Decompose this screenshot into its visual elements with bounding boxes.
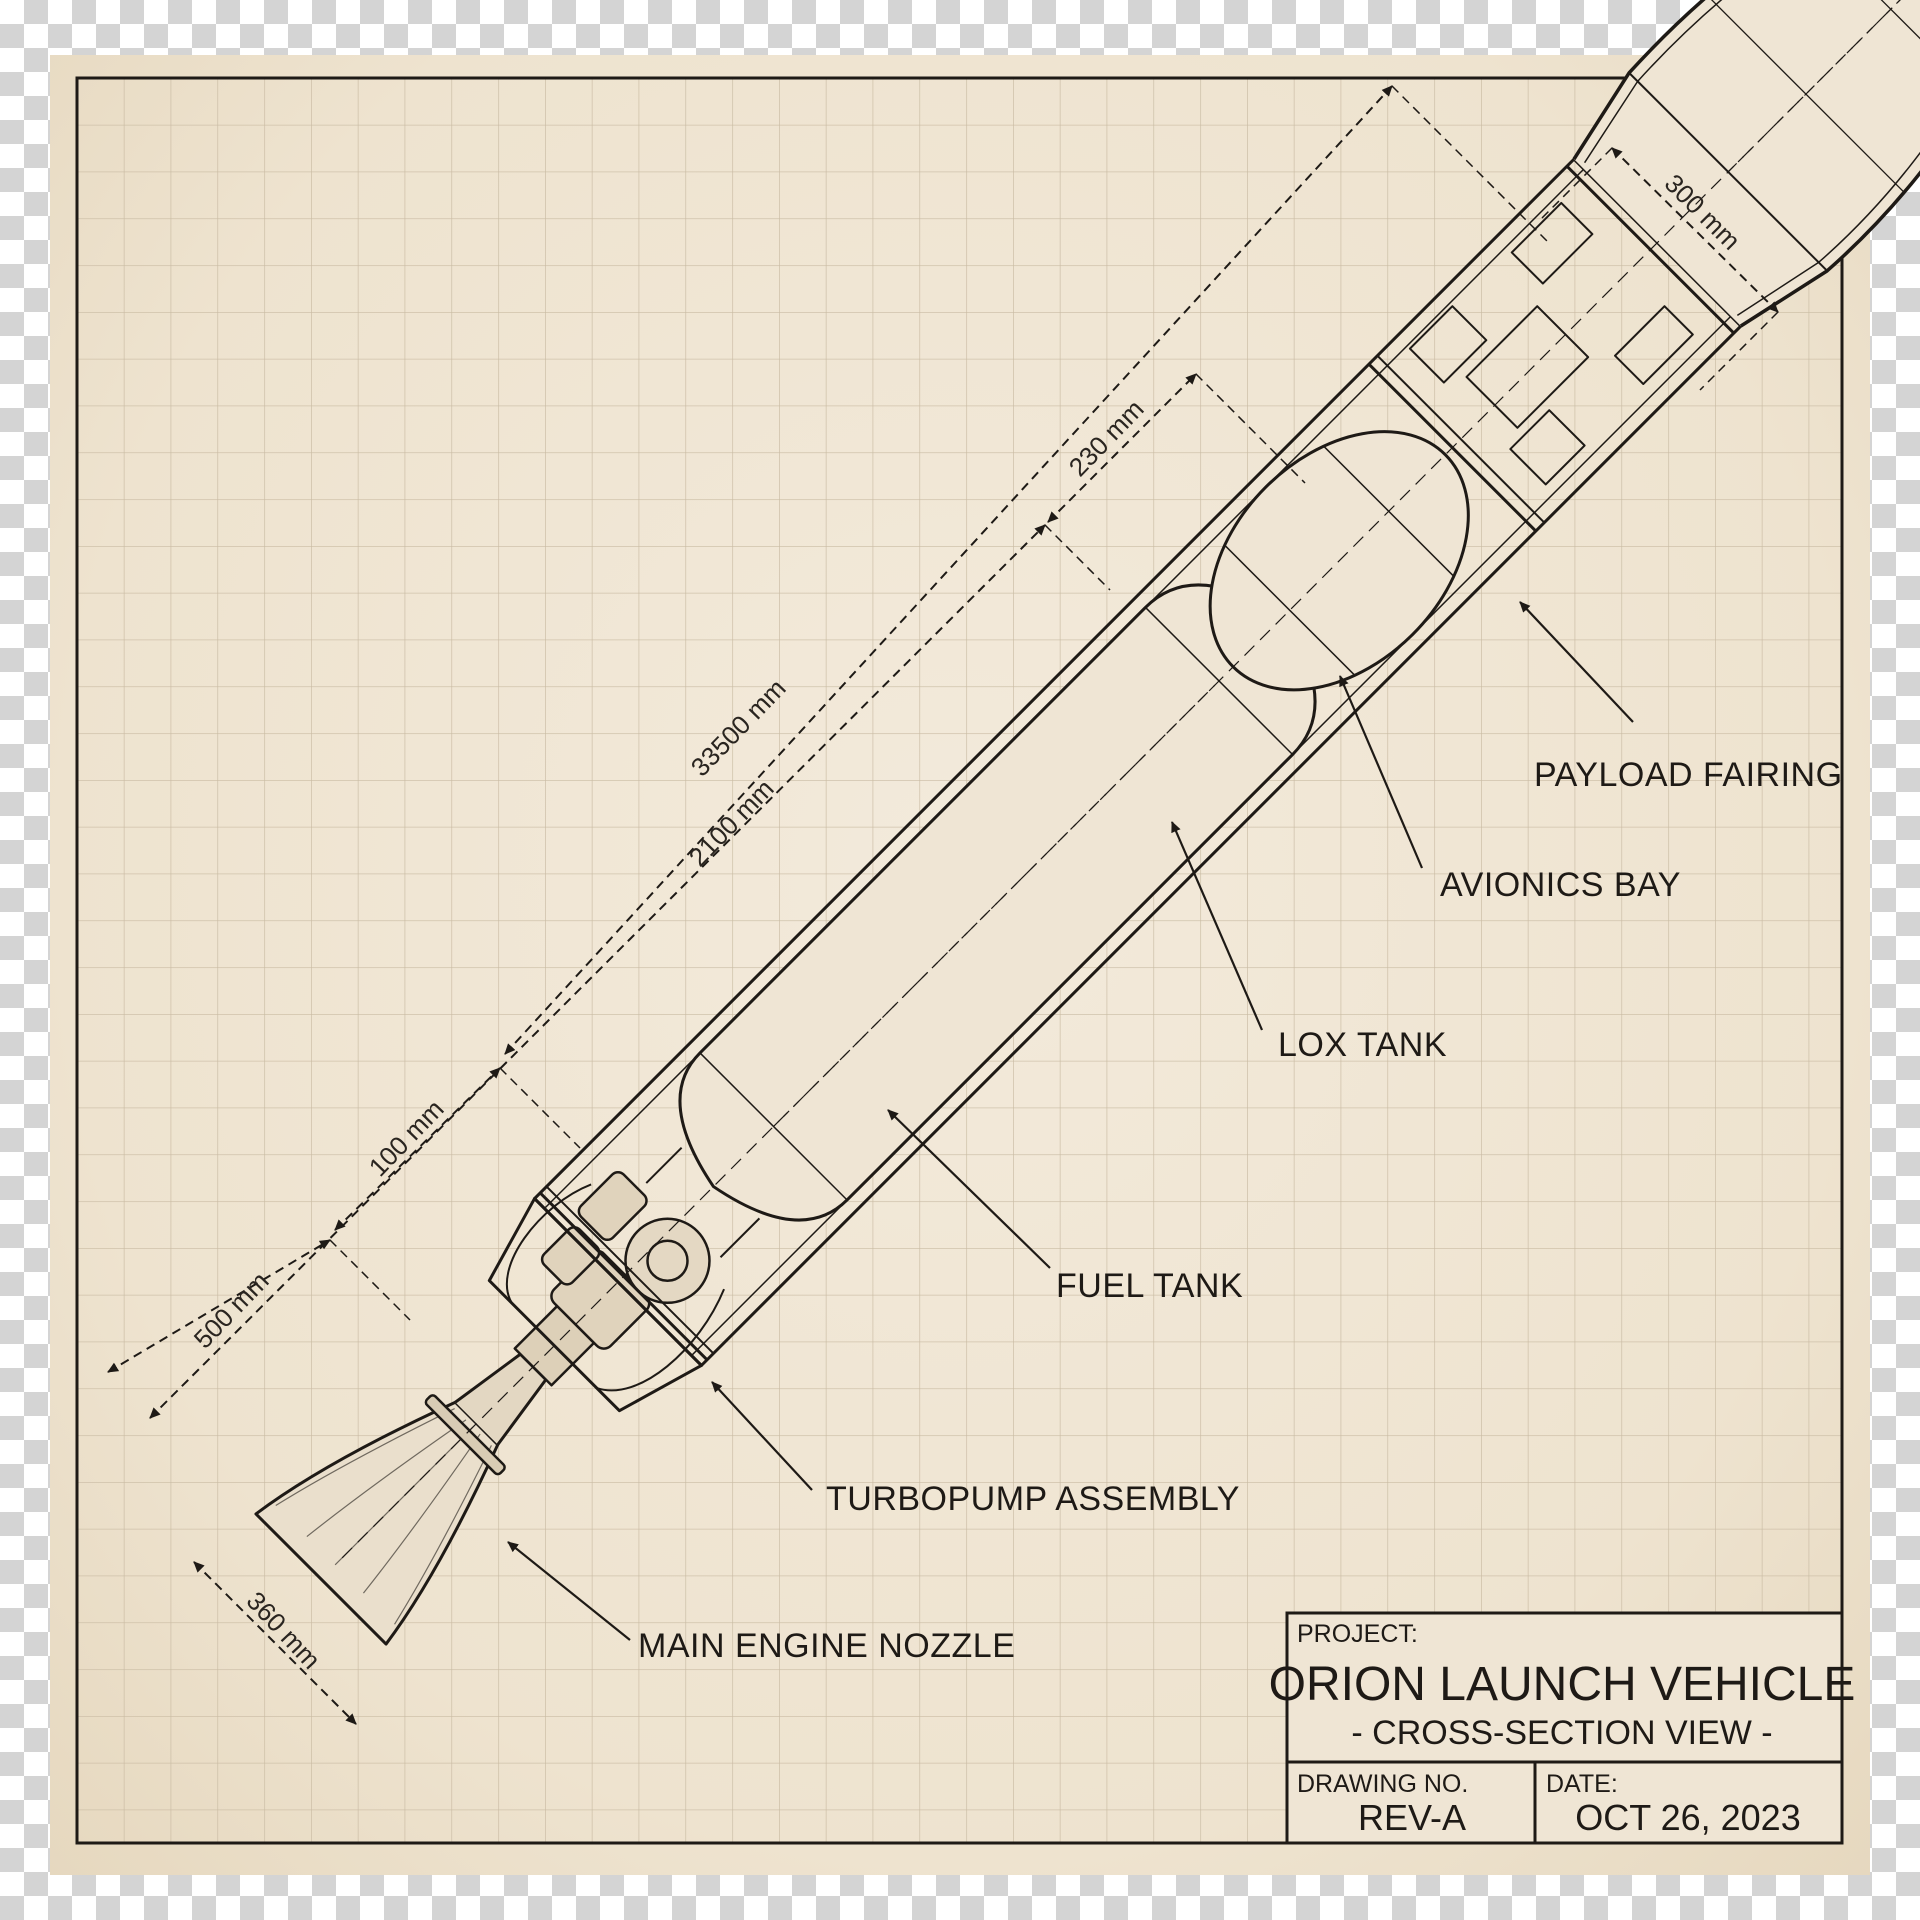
leader-lines	[507, 601, 1634, 1641]
project-label: PROJECT:	[1297, 1620, 1418, 1648]
date-value: OCT 26, 2023	[1575, 1797, 1800, 1838]
leader-nozzle	[507, 1541, 631, 1641]
leader-turbopump	[711, 1381, 813, 1491]
title-block: PROJECT: ORION LAUNCH VEHICLE - CROSS-SE…	[1269, 1611, 1856, 1845]
view-label: - CROSS-SECTION VIEW -	[1351, 1714, 1772, 1752]
leader-avionics-bay	[1338, 675, 1424, 869]
leader-payload-fairing	[1519, 601, 1634, 723]
label-lox-tank: LOX TANK	[1278, 1026, 1447, 1064]
dim-line-360	[193, 1561, 357, 1725]
label-payload-fairing: PAYLOAD FAIRING	[1534, 756, 1843, 794]
dimension-lines	[107, 85, 1779, 1725]
label-avionics-bay: AVIONICS BAY	[1440, 866, 1681, 904]
label-main-engine-nozzle: MAIN ENGINE NOZZLE	[638, 1627, 1015, 1665]
sheet-border	[75, 76, 1844, 1845]
drawing-no-label: DRAWING NO.	[1297, 1770, 1468, 1798]
drawing-no-value: REV-A	[1358, 1797, 1466, 1838]
dim-line-230	[1047, 373, 1197, 523]
label-turbopump-assembly: TURBOPUMP ASSEMBLY	[826, 1480, 1240, 1518]
dim-line-2100	[149, 524, 1046, 1419]
date-label: DATE:	[1546, 1770, 1618, 1798]
leader-fuel-tank	[887, 1109, 1051, 1269]
label-fuel-tank: FUEL TANK	[1056, 1267, 1243, 1305]
project-name: ORION LAUNCH VEHICLE	[1269, 1658, 1856, 1711]
leader-lox-tank	[1170, 821, 1264, 1031]
dim-line-300	[1611, 147, 1779, 313]
